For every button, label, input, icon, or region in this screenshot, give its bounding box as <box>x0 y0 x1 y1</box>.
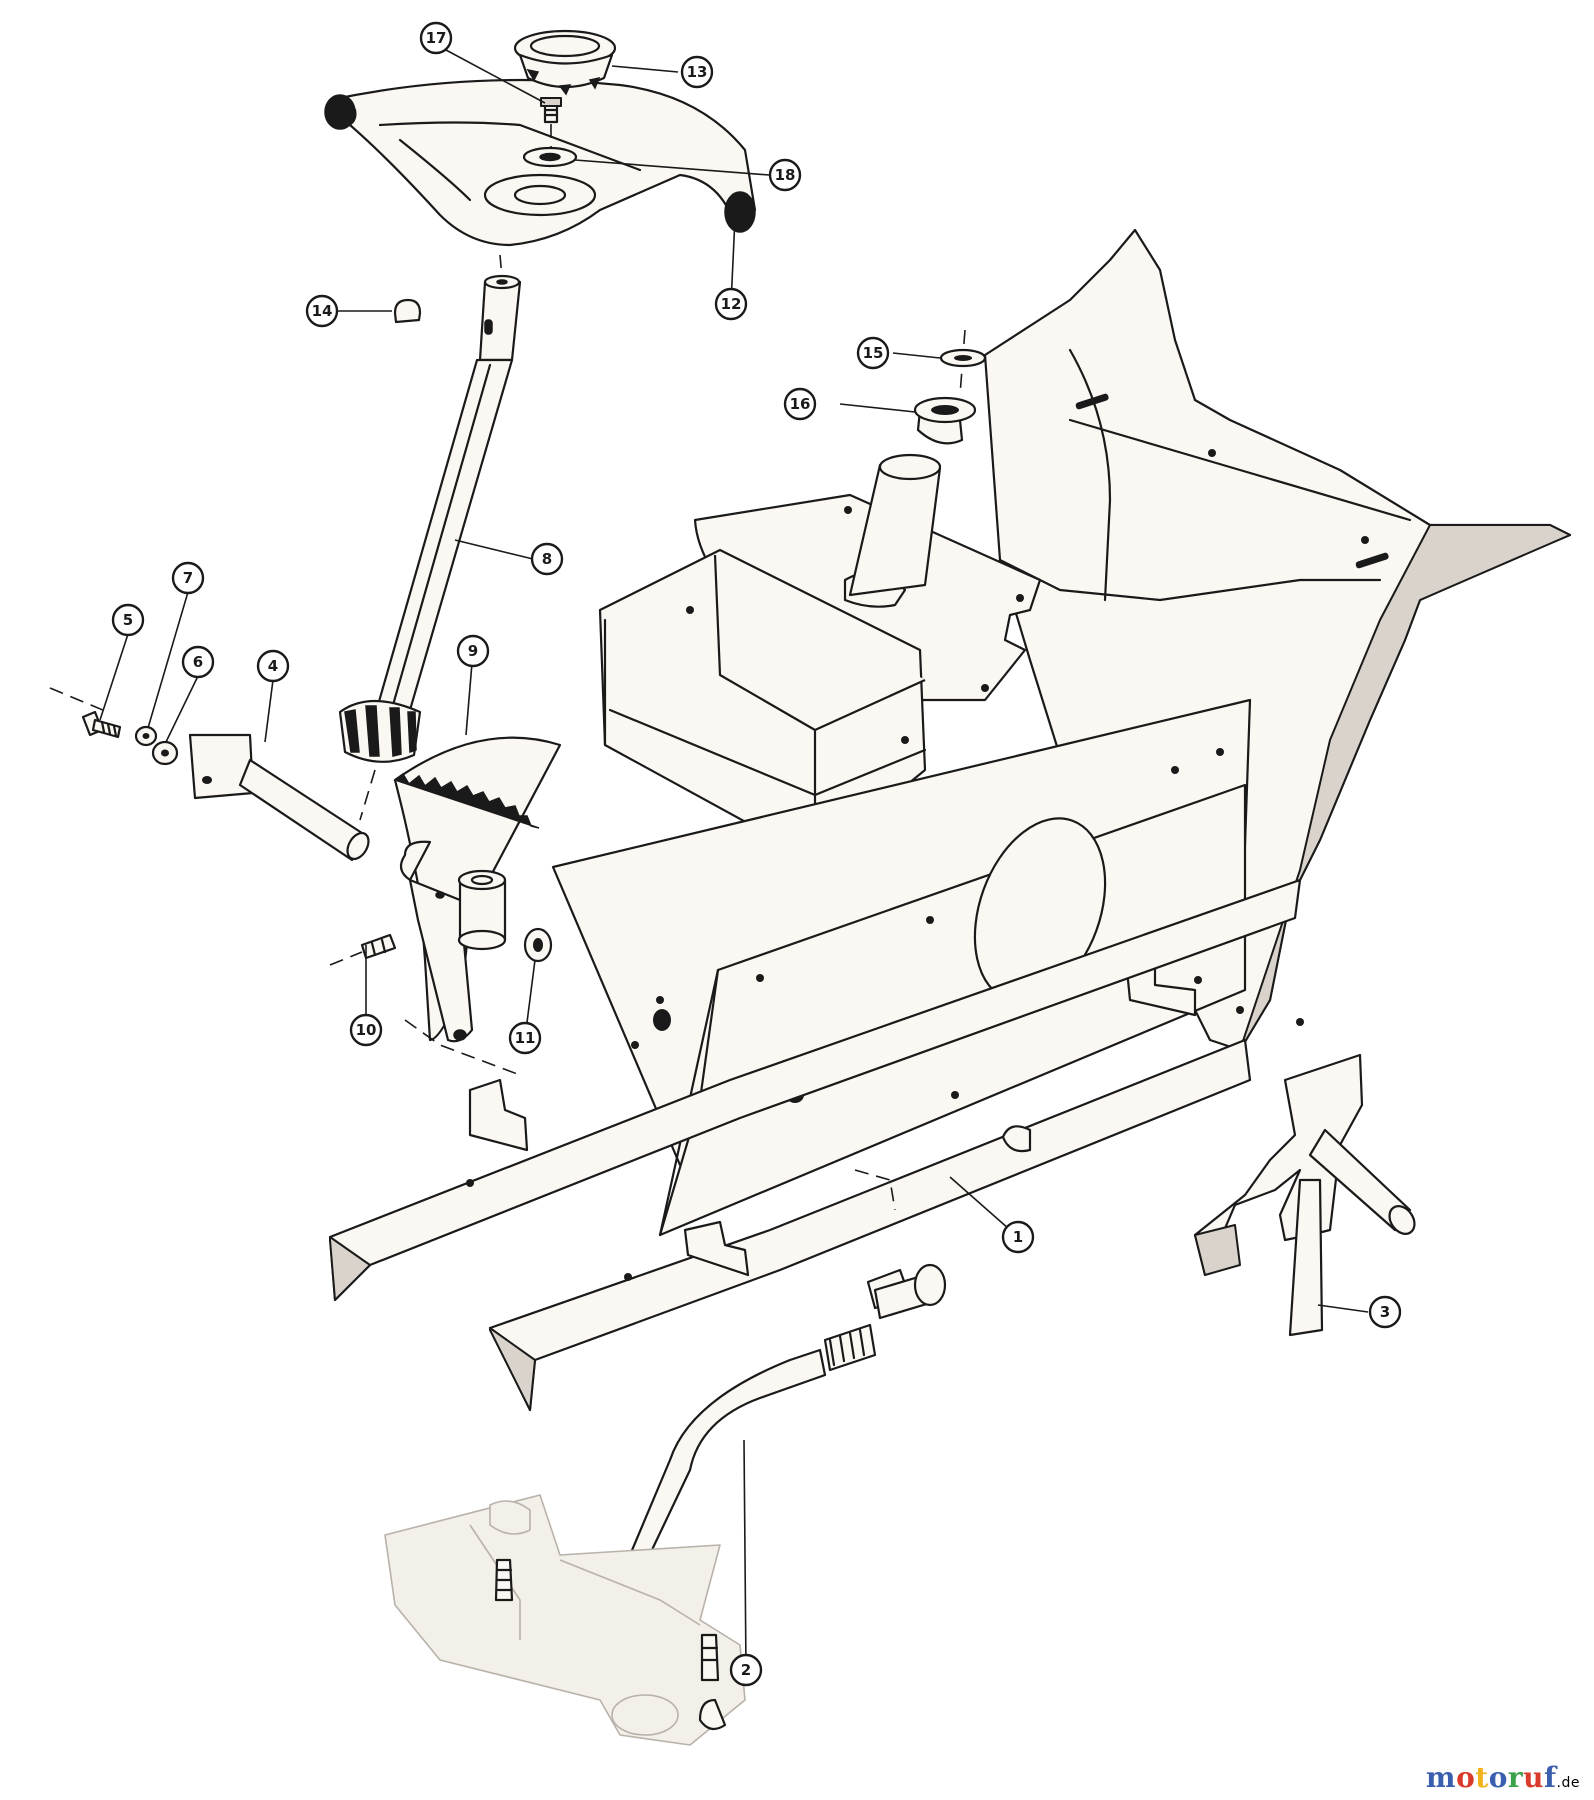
callout-10-label: 10 <box>356 1021 377 1039</box>
callout-4: 4 <box>256 649 290 683</box>
callout-17: 17 <box>419 21 453 55</box>
watermark-letter-o2: o <box>1488 1761 1508 1794</box>
callout-3: 3 <box>1368 1295 1402 1329</box>
watermark-letter-u: u <box>1523 1761 1544 1794</box>
lock-washer <box>134 725 158 747</box>
callout-11: 11 <box>508 1021 542 1055</box>
frame-dash-panel <box>693 453 1042 702</box>
watermark-letter-r: r <box>1507 1761 1524 1794</box>
callout-11-label: 11 <box>515 1029 536 1047</box>
spacer-washer <box>523 927 553 963</box>
callout-17-label: 17 <box>426 29 447 47</box>
steering-bushing <box>913 329 977 445</box>
plug <box>393 298 422 324</box>
callout-12-label: 12 <box>721 295 742 313</box>
callout-16: 16 <box>783 387 817 421</box>
callout-18-label: 18 <box>775 166 796 184</box>
callout-5-label: 5 <box>123 611 133 629</box>
callout-1-label: 1 <box>1013 1228 1023 1246</box>
callout-13: 13 <box>680 55 714 89</box>
frame-rail-left <box>328 878 1302 1302</box>
callout-5: 5 <box>111 603 145 637</box>
grease-fitting <box>329 933 521 1076</box>
center-cap-knob <box>513 29 617 96</box>
callout-7-label: 7 <box>183 569 193 587</box>
callout-15: 15 <box>856 336 890 370</box>
callout-18: 18 <box>768 158 802 192</box>
callout-4-label: 4 <box>268 657 278 675</box>
steering-wheel <box>324 78 757 247</box>
watermark-letter-f: f <box>1544 1761 1557 1794</box>
callout-6-label: 6 <box>193 653 203 671</box>
callout-8: 8 <box>530 542 564 576</box>
watermark-letter-t: t <box>1475 1761 1489 1794</box>
drag-link <box>503 1169 947 1612</box>
callout-8-label: 8 <box>542 550 552 568</box>
callout-16-label: 16 <box>790 395 811 413</box>
callout-7: 7 <box>171 561 205 595</box>
bolt <box>81 710 122 739</box>
callout-14: 14 <box>305 294 339 328</box>
motoruf-watermark: motoruf.de <box>1426 1761 1580 1794</box>
callout-9: 9 <box>456 634 490 668</box>
watermark-letter-o: o <box>1456 1761 1476 1794</box>
flat-washer <box>151 740 179 766</box>
callout-12: 12 <box>714 287 748 321</box>
front-axle-context <box>384 1494 746 1746</box>
bushing <box>457 869 507 951</box>
callout-1: 1 <box>1001 1220 1035 1254</box>
callout-14-label: 14 <box>312 302 333 320</box>
callout-15-label: 15 <box>863 344 884 362</box>
frame-rail-right <box>488 1038 1252 1412</box>
axle-pivot-bracket <box>1193 1053 1416 1337</box>
callout-3-label: 3 <box>1380 1303 1390 1321</box>
pinion-gear <box>338 699 422 763</box>
watermark-letter-m: m <box>1425 1761 1457 1794</box>
callout-10: 10 <box>349 1013 383 1047</box>
callout-2: 2 <box>729 1653 763 1687</box>
thrust-washer <box>939 348 987 368</box>
callout-13-label: 13 <box>687 63 708 81</box>
callout-6: 6 <box>181 645 215 679</box>
pivot-shaft <box>49 687 432 882</box>
callout-9-label: 9 <box>468 642 478 660</box>
watermark-tld: .de <box>1556 1775 1580 1791</box>
battery-box-tray <box>598 548 927 862</box>
steering-shaft <box>338 254 522 821</box>
cap-screw <box>540 97 562 148</box>
callout-2-label: 2 <box>741 1661 751 1679</box>
